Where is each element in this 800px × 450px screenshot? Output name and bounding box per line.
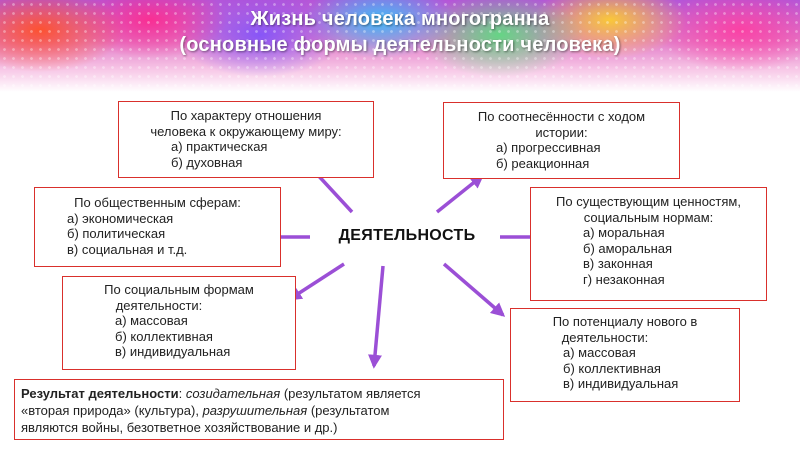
result-line-1: Результат деятельности: созидательная (р… — [21, 385, 497, 402]
arrow-to-forms — [287, 262, 345, 301]
result-text: (результатом — [307, 403, 390, 418]
title-line-2: (основные формы деятельности человека) — [179, 34, 621, 56]
box-activity-result: Результат деятельности: созидательная (р… — [14, 379, 504, 440]
box-item: в) социальная и т.д. — [67, 241, 188, 257]
box-item: в) индивидуальная — [115, 344, 231, 359]
result-text: : — [178, 386, 186, 401]
box-heading-line: По потенциалу нового в — [552, 314, 698, 329]
box-item: б) духовная — [171, 154, 243, 170]
box-item: а) массовая — [115, 313, 188, 328]
box-heading-line: По соотнесённости с ходом — [477, 109, 646, 124]
box-social-spheres: По общественным сферам: а) экономическая… — [34, 187, 281, 267]
box-item: б) коллективная — [115, 328, 213, 344]
box-relation-to-world: По характеру отношения человека к окружа… — [118, 101, 374, 178]
result-text: (результатом является — [280, 386, 421, 401]
box-item: б) политическая — [67, 226, 166, 241]
box-values-norms: По существующим ценностям, социальным но… — [530, 187, 767, 301]
box-heading-line: человека к окружающему миру: — [150, 123, 342, 139]
result-creative: созидательная — [185, 386, 281, 401]
box-heading-line: По общественным сферам: — [74, 195, 241, 210]
center-activity-label: ДЕЯТЕЛЬНОСТЬ — [338, 227, 476, 244]
result-label: Результат деятельности — [21, 386, 179, 401]
box-item: б) реакционная — [496, 155, 590, 171]
box-item: а) массовая — [563, 345, 636, 360]
box-heading-line: социальным нормам: — [583, 209, 714, 225]
box-heading-line: По характеру отношения — [170, 108, 322, 123]
box-item: в) законная — [583, 256, 653, 271]
title-banner: Жизнь человека многогранна (основные фор… — [0, 0, 800, 92]
arrow-to-history — [435, 174, 485, 214]
result-destructive: разрушительная — [202, 403, 308, 418]
box-item: а) практическая — [171, 139, 268, 154]
box-item: б) коллективная — [563, 360, 661, 376]
box-social-forms: По социальным формам деятельности: а) ма… — [62, 276, 296, 370]
banner-pattern — [0, 0, 800, 92]
box-item: б) аморальная — [583, 240, 673, 256]
box-heading-line: деятельности: — [561, 329, 649, 345]
box-heading-line: По социальным формам — [104, 282, 254, 297]
box-item: а) прогрессивная — [496, 140, 601, 155]
box-heading-line: По существующим ценностям, — [556, 194, 741, 209]
box-item: а) моральная — [583, 225, 665, 240]
box-relation-to-history: По соотнесённости с ходом истории: а) пр… — [443, 102, 680, 179]
result-line-2: «вторая природа» (культура), разрушитель… — [21, 402, 497, 419]
box-heading-line: истории: — [535, 124, 588, 140]
result-text: «вторая природа» (культура), — [21, 403, 203, 418]
arrow-to-potential — [442, 262, 506, 317]
arrow-to-result — [368, 265, 385, 369]
box-item: г) незаконная — [583, 271, 665, 287]
box-potential-new: По потенциалу нового в деятельности: а) … — [510, 308, 740, 402]
box-item: а) экономическая — [67, 210, 174, 226]
result-line-3: являются войны, безответное хозяйствован… — [21, 420, 338, 435]
box-heading-line: деятельности: — [115, 297, 203, 313]
box-item: в) индивидуальная — [563, 376, 679, 391]
title-line-1: Жизнь человека многогранна — [250, 8, 550, 30]
